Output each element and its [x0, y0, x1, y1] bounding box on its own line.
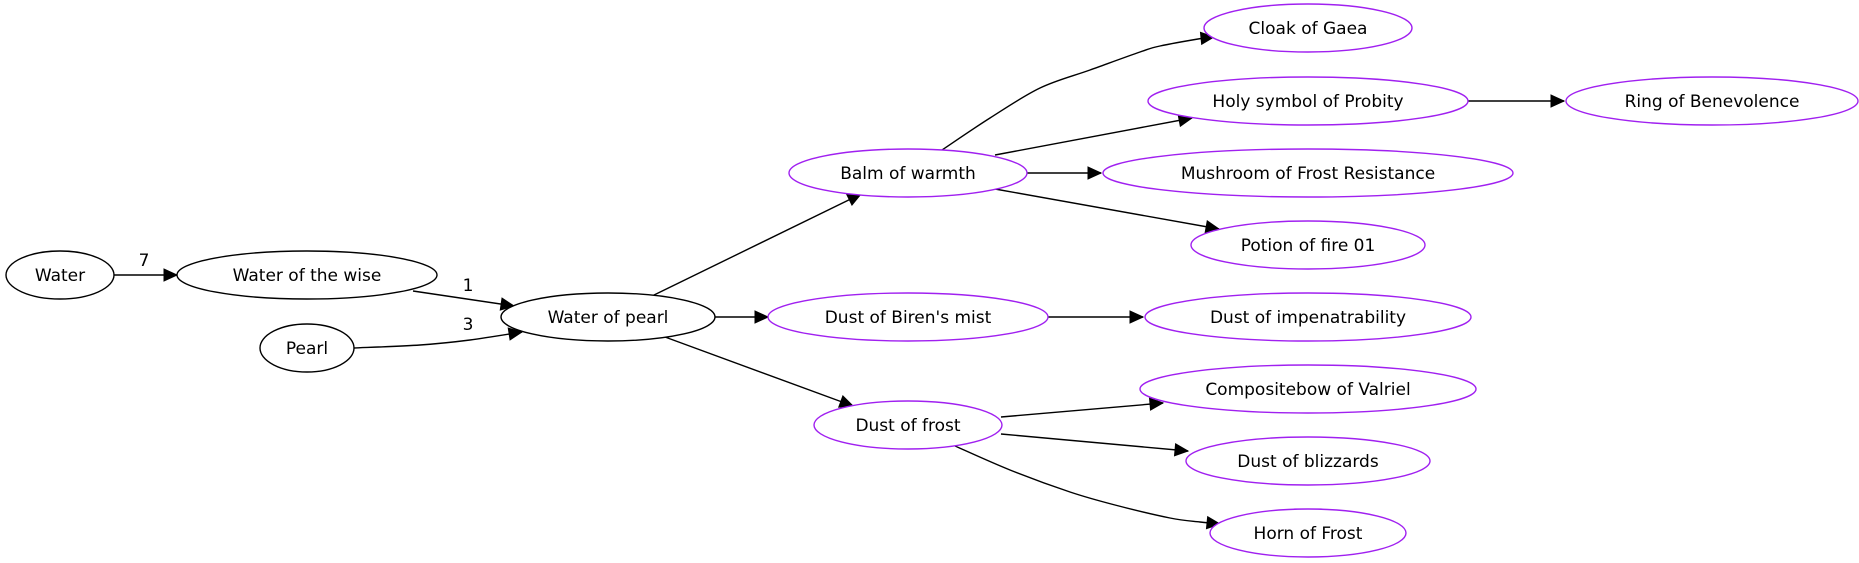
node-pearl[interactable]: Pearl [259, 323, 355, 373]
edge-line [651, 193, 862, 297]
node-ellipse [1209, 508, 1407, 558]
edge-line [954, 445, 1221, 525]
node-ellipse [1565, 76, 1859, 126]
node-ellipse [1185, 436, 1431, 486]
edge-line [353, 331, 523, 349]
node-potion[interactable]: Potion of fire 01 [1190, 220, 1426, 270]
node-mushroom[interactable]: Mushroom of Frost Resistance [1102, 148, 1514, 198]
arrowhead-icon [1148, 397, 1165, 411]
node-ellipse [1147, 76, 1469, 126]
node-label: Holy symbol of Probity [1212, 92, 1403, 112]
node-water-pearl[interactable]: Water of pearl [500, 292, 716, 342]
node-ellipse [788, 148, 1028, 198]
edge-line [1000, 402, 1164, 418]
node-label: Dust of impenatrability [1210, 308, 1406, 328]
node-ellipse [1144, 292, 1472, 342]
node-ellipse [259, 323, 355, 373]
node-blizzards[interactable]: Dust of blizzards [1185, 436, 1431, 486]
node-holy[interactable]: Holy symbol of Probity [1147, 76, 1469, 126]
node-label: Water of the wise [233, 266, 382, 286]
node-bow[interactable]: Compositebow of Valriel [1139, 364, 1477, 414]
node-label: Dust of blizzards [1237, 452, 1379, 472]
edge-balm-to-potion [994, 188, 1221, 234]
node-ellipse [1203, 3, 1413, 53]
node-label: Cloak of Gaea [1249, 19, 1368, 39]
node-label: Balm of warmth [840, 164, 976, 184]
node-ellipse [767, 292, 1049, 342]
edge-water_pearl-to-dust_frost [664, 336, 855, 408]
edge-balm-to-mushroom [1027, 166, 1103, 180]
edge-water_pearl-to-balm [651, 193, 863, 297]
node-ellipse [176, 250, 438, 300]
node-horn[interactable]: Horn of Frost [1209, 508, 1407, 558]
node-label: Potion of fire 01 [1241, 236, 1376, 256]
node-ellipse [813, 400, 1003, 450]
edge-line [1000, 433, 1189, 452]
edge-line [664, 336, 854, 407]
node-ring[interactable]: Ring of Benevolence [1565, 76, 1859, 126]
edge-pearl-to-water_pearl: 3 [353, 315, 524, 349]
edge-line [994, 188, 1220, 230]
node-water-wise[interactable]: Water of the wise [176, 250, 438, 300]
arrowhead-icon [507, 327, 524, 341]
arrowhead-icon [1550, 94, 1566, 108]
node-dust-biren[interactable]: Dust of Biren's mist [767, 292, 1049, 342]
edge-dust_biren-to-dust_imp [1048, 310, 1145, 324]
arrowhead-icon [1087, 166, 1103, 180]
edge-dust_frost-to-blizzards [1000, 433, 1190, 457]
node-label: Compositebow of Valriel [1205, 380, 1410, 400]
arrowhead-icon [163, 268, 179, 282]
node-label: Water of pearl [548, 308, 669, 328]
node-balm[interactable]: Balm of warmth [788, 148, 1028, 198]
node-dust-frost[interactable]: Dust of frost [813, 400, 1003, 450]
edge-label: 7 [139, 251, 150, 271]
node-label: Mushroom of Frost Resistance [1181, 164, 1435, 184]
node-water[interactable]: Water [5, 250, 115, 300]
arrowhead-icon [754, 310, 770, 324]
node-ellipse [1190, 220, 1426, 270]
edge-line [412, 290, 515, 307]
edge-balm-to-holy [994, 113, 1194, 156]
node-ellipse [1139, 364, 1477, 414]
node-label: Dust of frost [855, 416, 960, 436]
arrowhead-icon [845, 193, 863, 207]
node-label: Ring of Benevolence [1625, 92, 1800, 112]
edge-line [994, 117, 1193, 156]
node-ellipse [500, 292, 716, 342]
edge-label: 1 [463, 276, 474, 296]
node-label: Dust of Biren's mist [825, 308, 992, 328]
node-label: Water [35, 266, 85, 286]
edge-holy-to-ring [1468, 94, 1566, 108]
node-ellipse [1102, 148, 1514, 198]
arrowhead-icon [1173, 443, 1190, 457]
node-label: Pearl [286, 339, 328, 359]
node-dust-imp[interactable]: Dust of impenatrability [1144, 292, 1472, 342]
edge-dust_frost-to-bow [1000, 397, 1165, 418]
edge-water-to-water_wise: 7 [114, 251, 179, 282]
node-label: Horn of Frost [1254, 524, 1363, 544]
node-cloak[interactable]: Cloak of Gaea [1203, 3, 1413, 53]
arrowhead-icon [1129, 310, 1145, 324]
edge-water_pearl-to-dust_biren [715, 310, 770, 324]
node-ellipse [5, 250, 115, 300]
edge-dust_frost-to-horn [954, 445, 1222, 530]
edge-label: 3 [463, 315, 474, 335]
